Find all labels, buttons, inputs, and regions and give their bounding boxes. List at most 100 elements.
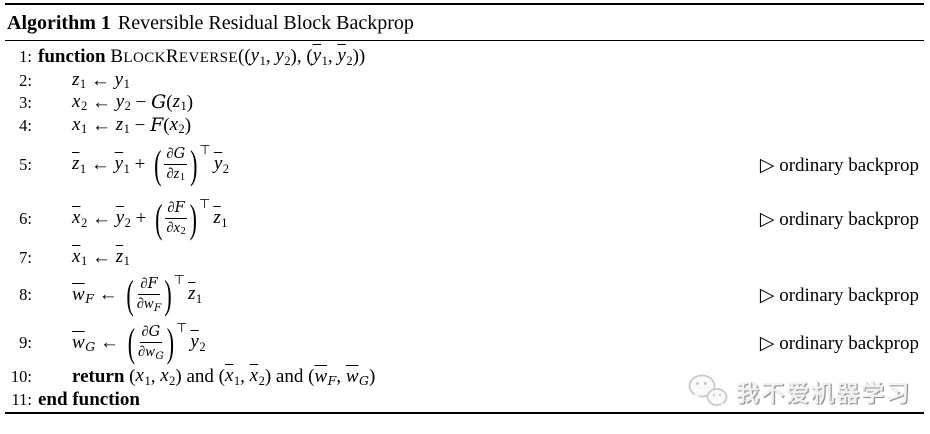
line-number: 10:	[10, 367, 32, 386]
variable: ∂	[166, 146, 173, 163]
variable-subscript: 1	[321, 53, 328, 68]
operator: (	[129, 366, 136, 387]
variable-letter: z	[172, 90, 181, 112]
variable: y2	[275, 45, 290, 69]
operator: ((	[238, 46, 251, 67]
operator: ←	[87, 114, 116, 136]
bottom-rule	[5, 412, 924, 414]
algorithm-label: Algorithm 1	[7, 12, 111, 34]
variable-letter: y	[190, 331, 199, 353]
big-right-paren: )	[189, 194, 197, 242]
variable-letter: w	[72, 331, 85, 353]
operator: )	[186, 91, 194, 113]
variable-letter: x	[135, 365, 144, 387]
variable-subscript: 1	[123, 122, 130, 137]
line-number: 1:	[19, 47, 32, 66]
variable-letter: y	[213, 153, 223, 175]
operator: ←	[86, 153, 115, 175]
variable: ∂	[167, 200, 174, 217]
operator: (	[166, 91, 173, 113]
operator: ←	[93, 283, 123, 305]
variable-subscript: 2	[284, 53, 291, 68]
variable-subscript: F	[154, 301, 162, 314]
big-right-paren: )	[164, 270, 172, 318]
transposed-jacobian: (∂F∂x2)⊤	[154, 194, 210, 242]
line-number: 5:	[19, 155, 32, 174]
variable-letter: z	[173, 165, 180, 182]
algorithm-line-1: 1:function BLOCKREVERSE((y1, y2), (y1, y…	[6, 44, 924, 70]
algorithm-line-5: 5:z1 ← y1 + (∂G∂z1)⊤y2▷ ordinary backpro…	[6, 137, 924, 193]
variable-subscript: 2	[180, 226, 186, 238]
line-number: 4:	[19, 115, 32, 135]
line-code: z1 ← y1	[72, 69, 130, 93]
line-code: end function	[38, 389, 140, 411]
variable-letter: x	[249, 365, 259, 387]
line-code: x1 ← z1	[72, 246, 130, 270]
variable: x1	[136, 365, 151, 389]
line-code: wG ← (∂G∂wG)⊤y2	[72, 318, 206, 366]
variable-subscript: G	[359, 373, 369, 389]
keyword: function	[38, 46, 111, 67]
roman-text: and	[275, 366, 304, 387]
keyword: end function	[38, 388, 140, 410]
algorithm-body: 1:function BLOCKREVERSE((y1, y2), (y1, y…	[6, 44, 924, 411]
operator: ), (	[290, 46, 313, 67]
transpose-superscript: ⊤	[199, 142, 211, 158]
variable-subscript: 1	[259, 53, 266, 68]
variable: ∂	[142, 324, 149, 341]
operator: )	[264, 366, 276, 387]
variable: x1	[72, 246, 87, 270]
roman-text: and	[186, 366, 214, 387]
algorithm-line-11: 11:end function	[6, 388, 924, 411]
variable-letter: y	[114, 153, 124, 175]
algorithm-line-8: 8:wF ← (∂F∂wF)⊤z1▷ ordinary backprop	[6, 270, 924, 320]
smallcaps-name: BLOCKREVERSE	[110, 46, 238, 68]
variable-subscript: F	[327, 373, 337, 389]
variable: y2	[190, 331, 205, 355]
variable-letter: ∂	[166, 219, 174, 236]
variable-letter: ∂	[140, 276, 148, 293]
variable-letter: w	[72, 283, 85, 305]
fraction-numerator: ∂G	[164, 146, 188, 165]
keyword: return	[72, 366, 130, 387]
operator: (	[303, 366, 315, 387]
variable-subscript: 1	[80, 122, 88, 137]
variable-letter: z	[115, 245, 124, 267]
operator: −	[129, 114, 151, 136]
variable: wG	[346, 366, 369, 389]
line-number: 2:	[19, 70, 32, 90]
variable-letter: y	[115, 90, 125, 112]
variable-subscript: 1	[79, 161, 87, 176]
transposed-jacobian: (∂G∂z1)⊤	[153, 142, 211, 185]
smallcaps-lower: LOCK	[123, 50, 166, 66]
variable-letter: ∂	[167, 199, 175, 216]
variable: G	[149, 324, 161, 341]
variable-letter: G	[148, 324, 161, 341]
variable: x1	[72, 114, 87, 138]
line-comment: ▷ ordinary backprop	[759, 208, 919, 230]
variable-subscript: 1	[144, 373, 151, 388]
big-left-paren: (	[127, 318, 136, 366]
big-right-paren: )	[166, 318, 175, 366]
line-comment: ▷ ordinary backprop	[759, 284, 919, 306]
operator: ←	[87, 207, 116, 229]
line-code: x2 ← y2 + (∂F∂x2)⊤z1	[72, 194, 227, 242]
variable-subscript: 2	[124, 215, 131, 230]
variable-letter: x	[173, 219, 180, 236]
variable-subscript: 1	[179, 172, 186, 184]
variable: z1	[72, 69, 86, 93]
variable: z1	[174, 166, 185, 185]
line-comment: ▷ ordinary backprop	[759, 332, 919, 354]
variable: F	[175, 200, 185, 217]
variable-subscript: 2	[222, 161, 229, 176]
variable: wF	[72, 284, 94, 307]
line-code: x2 ← y2 − G(z1)	[72, 91, 193, 115]
variable: wF	[144, 296, 161, 314]
variable: x2	[170, 114, 185, 138]
variable-letter: x	[72, 245, 81, 267]
variable: y2	[214, 153, 229, 177]
variable-letter: G	[151, 91, 167, 113]
variable-subscript: 1	[79, 77, 87, 92]
variable: x2	[72, 91, 87, 115]
